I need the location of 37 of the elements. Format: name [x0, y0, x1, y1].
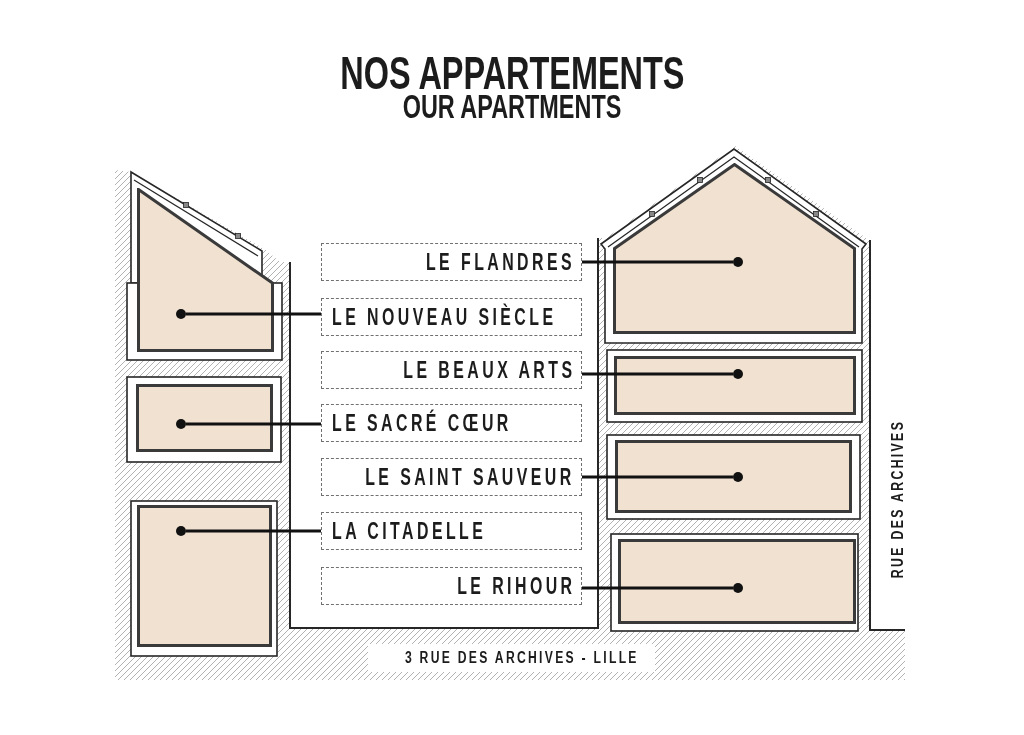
- leader-line: [582, 372, 733, 376]
- leader-line: [186, 312, 321, 316]
- leader-line: [582, 586, 733, 590]
- apartment-room: [614, 356, 856, 415]
- apartment-label-box: [321, 567, 582, 605]
- apartment-room: [613, 163, 856, 334]
- apartment-name: LE FLANDRES: [425, 250, 575, 274]
- apartment-name: LA CITADELLE: [332, 519, 487, 543]
- apartment-room: [137, 188, 274, 352]
- apartment-room: [618, 539, 856, 624]
- leader-dot: [176, 419, 186, 429]
- apartment-room: [136, 384, 273, 452]
- apartment-room: [615, 440, 852, 513]
- apartment-label-box: [321, 404, 582, 442]
- apartment-label-box: [321, 512, 582, 550]
- apartment-label-box: [321, 298, 582, 336]
- leader-dot: [733, 583, 743, 593]
- apartment-room: [137, 505, 272, 647]
- leader-dot: [733, 369, 743, 379]
- leader-line: [582, 260, 733, 264]
- leader-line: [186, 422, 321, 426]
- leader-line: [582, 475, 733, 479]
- leader-dot: [176, 526, 186, 536]
- apartment-name: LE NOUVEAU SIÈCLE: [332, 305, 557, 329]
- apartment-name: LE SAINT SAUVEUR: [365, 465, 575, 489]
- street-name: RUE DES ARCHIVES: [890, 419, 906, 579]
- apartment-name: LE SACRÉ CŒUR: [332, 411, 512, 435]
- leader-dot: [733, 472, 743, 482]
- apartment-label-box: [321, 243, 582, 281]
- street-address: 3 RUE DES ARCHIVES - LILLE: [368, 644, 655, 672]
- apartment-label-box: [321, 458, 582, 496]
- apartment-name: LE BEAUX ARTS: [402, 358, 575, 382]
- leader-dot: [733, 257, 743, 267]
- leader-line: [186, 529, 321, 533]
- apartment-label-box: [321, 351, 582, 389]
- leader-dot: [176, 309, 186, 319]
- apartment-name: LE RIHOUR: [456, 574, 575, 598]
